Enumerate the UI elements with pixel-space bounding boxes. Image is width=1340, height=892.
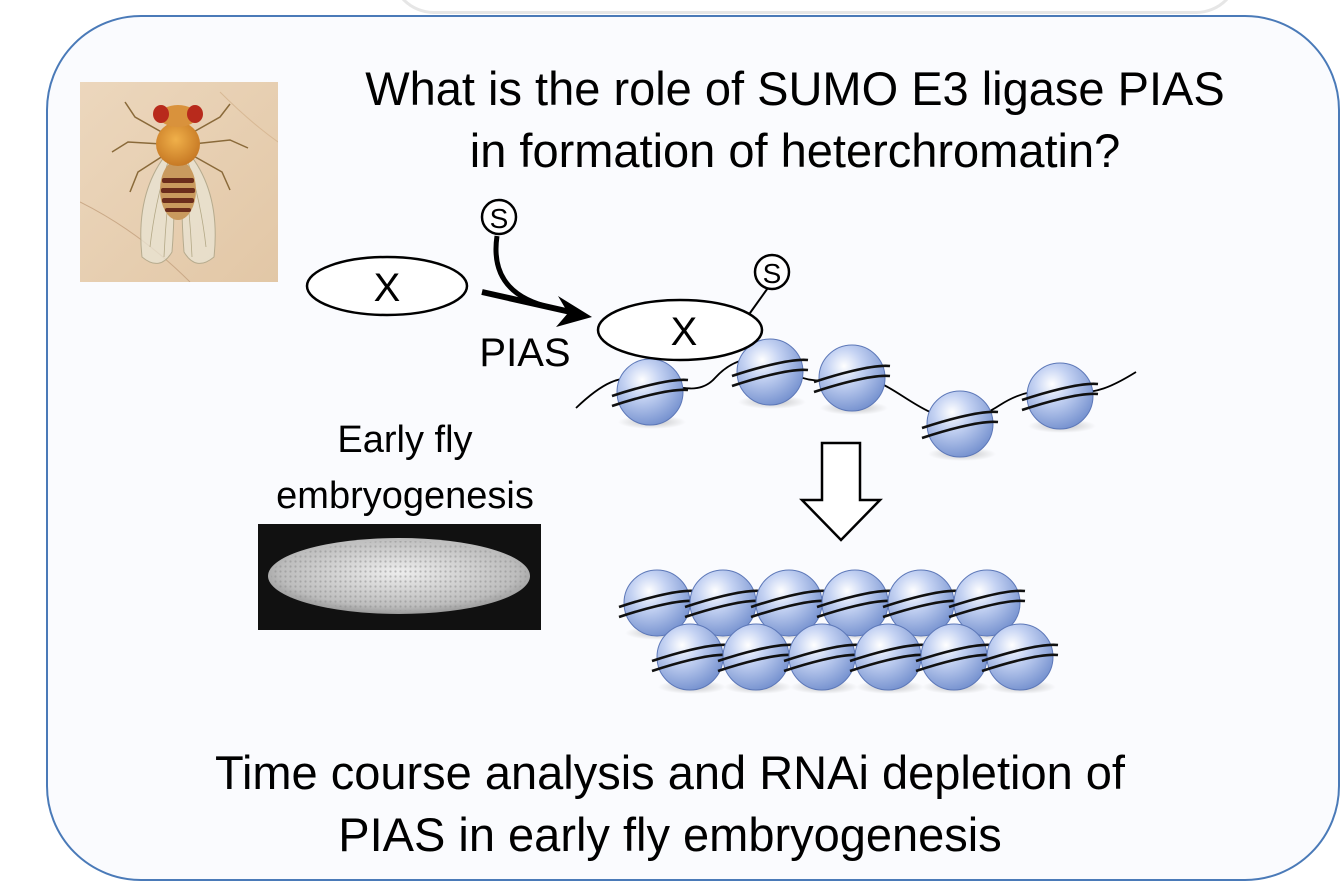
conclusion-line-1: Time course analysis and RNAi depletion … <box>215 746 1125 799</box>
embryo-caption: Early fly embryogenesis <box>230 412 580 524</box>
title-line-2: in formation of heterchromatin? <box>469 124 1121 177</box>
conclusion-line-2: PIAS in early fly embryogenesis <box>338 808 1002 861</box>
page-title: What is the role of SUMO E3 ligase PIAS … <box>290 58 1300 182</box>
embryo-caption-line-2: embryogenesis <box>276 475 534 517</box>
top-decorative-arc <box>390 0 1240 14</box>
fruit-fly-illustration <box>80 82 278 282</box>
embryo-micrograph <box>258 524 541 630</box>
conclusion-text: Time course analysis and RNAi depletion … <box>80 742 1260 866</box>
embryo-caption-line-1: Early fly <box>337 419 473 461</box>
title-line-1: What is the role of SUMO E3 ligase PIAS <box>365 62 1225 115</box>
